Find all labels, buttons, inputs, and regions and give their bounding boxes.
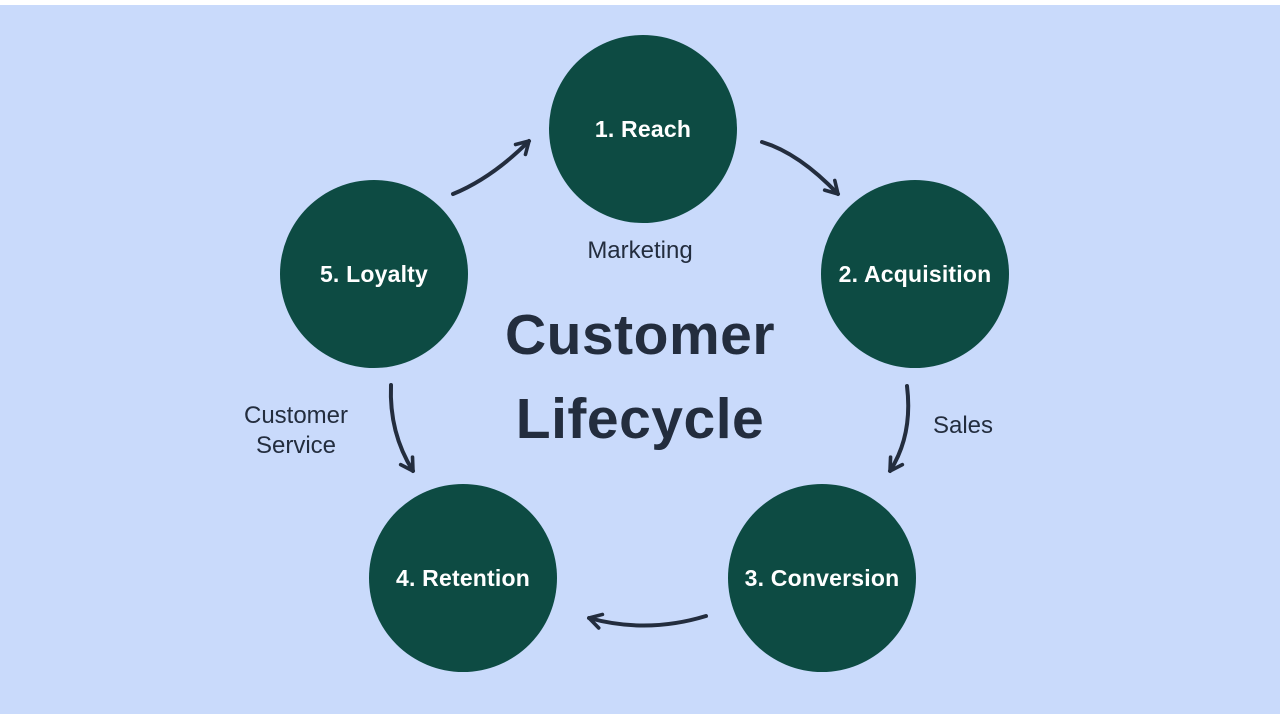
edge-label-customer-service: Customer Service (243, 402, 349, 459)
stage-label-retention: 4. Retention (395, 564, 531, 591)
arrow-loyalty-to-reach (451, 139, 531, 196)
edge-label-marketing: Marketing (587, 237, 693, 264)
stage-circle-acquisition: 2. Acquisition (821, 180, 1009, 368)
title-line-1: Customer (504, 303, 776, 367)
arrow-conversion-to-retention (587, 612, 708, 630)
edge-label-sales: Sales (932, 412, 994, 439)
diagram-title: Customer Lifecycle (390, 293, 890, 461)
stage-label-conversion: 3. Conversion (744, 564, 900, 591)
stage-label-acquisition: 2. Acquisition (838, 260, 992, 287)
stage-circle-retention: 4. Retention (369, 484, 557, 672)
stage-label-reach: 1. Reach (594, 115, 692, 142)
title-line-2: Lifecycle (515, 387, 765, 451)
stage-circle-loyalty: 5. Loyalty (280, 180, 468, 368)
stage-label-loyalty: 5. Loyalty (319, 260, 429, 287)
stage-circle-conversion: 3. Conversion (728, 484, 916, 672)
diagram-canvas: Customer Lifecycle 1. Reach 2. Acquisiti… (0, 5, 1280, 714)
stage-circle-reach: 1. Reach (549, 35, 737, 223)
arrow-reach-to-acquisition (760, 140, 840, 196)
